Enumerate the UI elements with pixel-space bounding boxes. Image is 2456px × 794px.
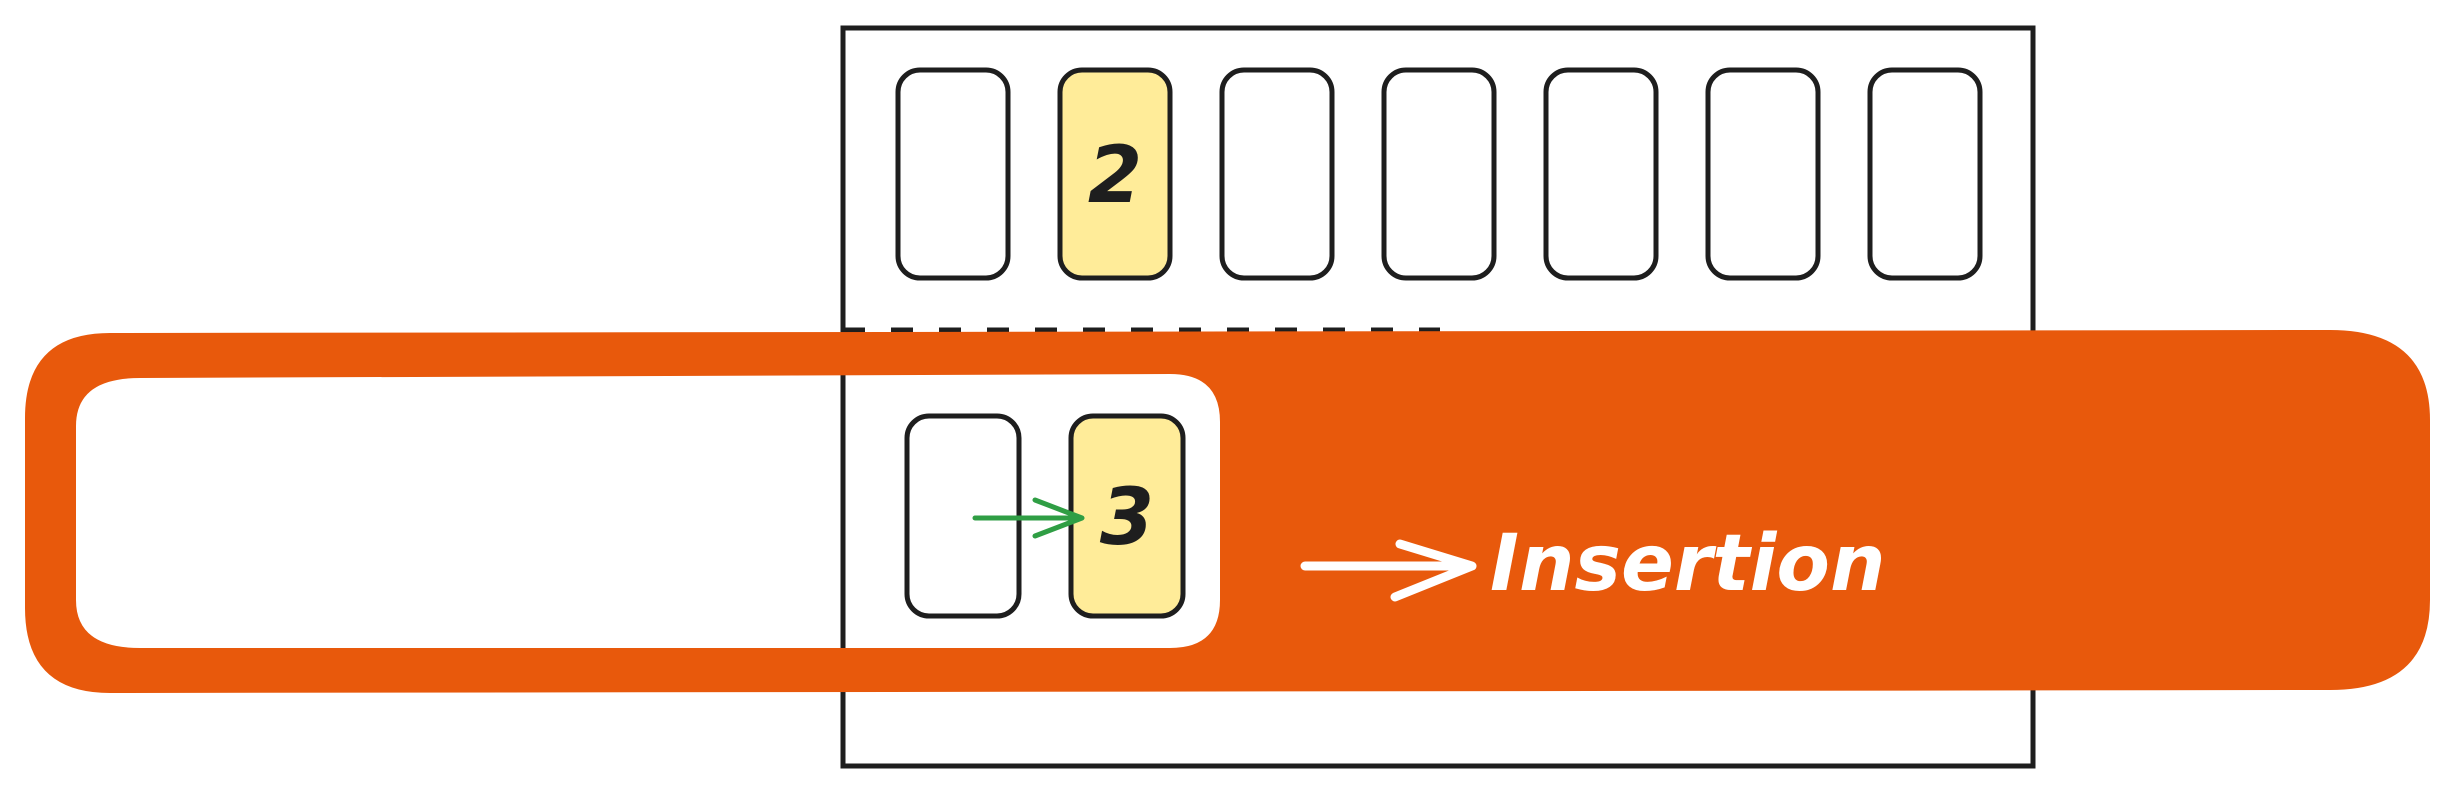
top-slot-6 xyxy=(1705,67,1821,281)
insertion-band xyxy=(25,330,2430,693)
top-slot-3 xyxy=(1219,67,1335,281)
bottom-slot-2-label: 3 xyxy=(1100,473,1154,563)
top-slot-2-label: 2 xyxy=(1088,131,1142,221)
top-row: 2 xyxy=(895,67,1983,281)
top-slot-7 xyxy=(1867,67,1983,281)
top-slot-4 xyxy=(1381,67,1497,281)
top-slot-5 xyxy=(1543,67,1659,281)
label-arrow xyxy=(1300,539,1477,602)
insert-arrow xyxy=(972,497,1085,539)
insertion-label: Insertion xyxy=(1490,519,1885,609)
top-slot-2 xyxy=(1057,67,1173,281)
top-slot-1 xyxy=(895,67,1011,281)
